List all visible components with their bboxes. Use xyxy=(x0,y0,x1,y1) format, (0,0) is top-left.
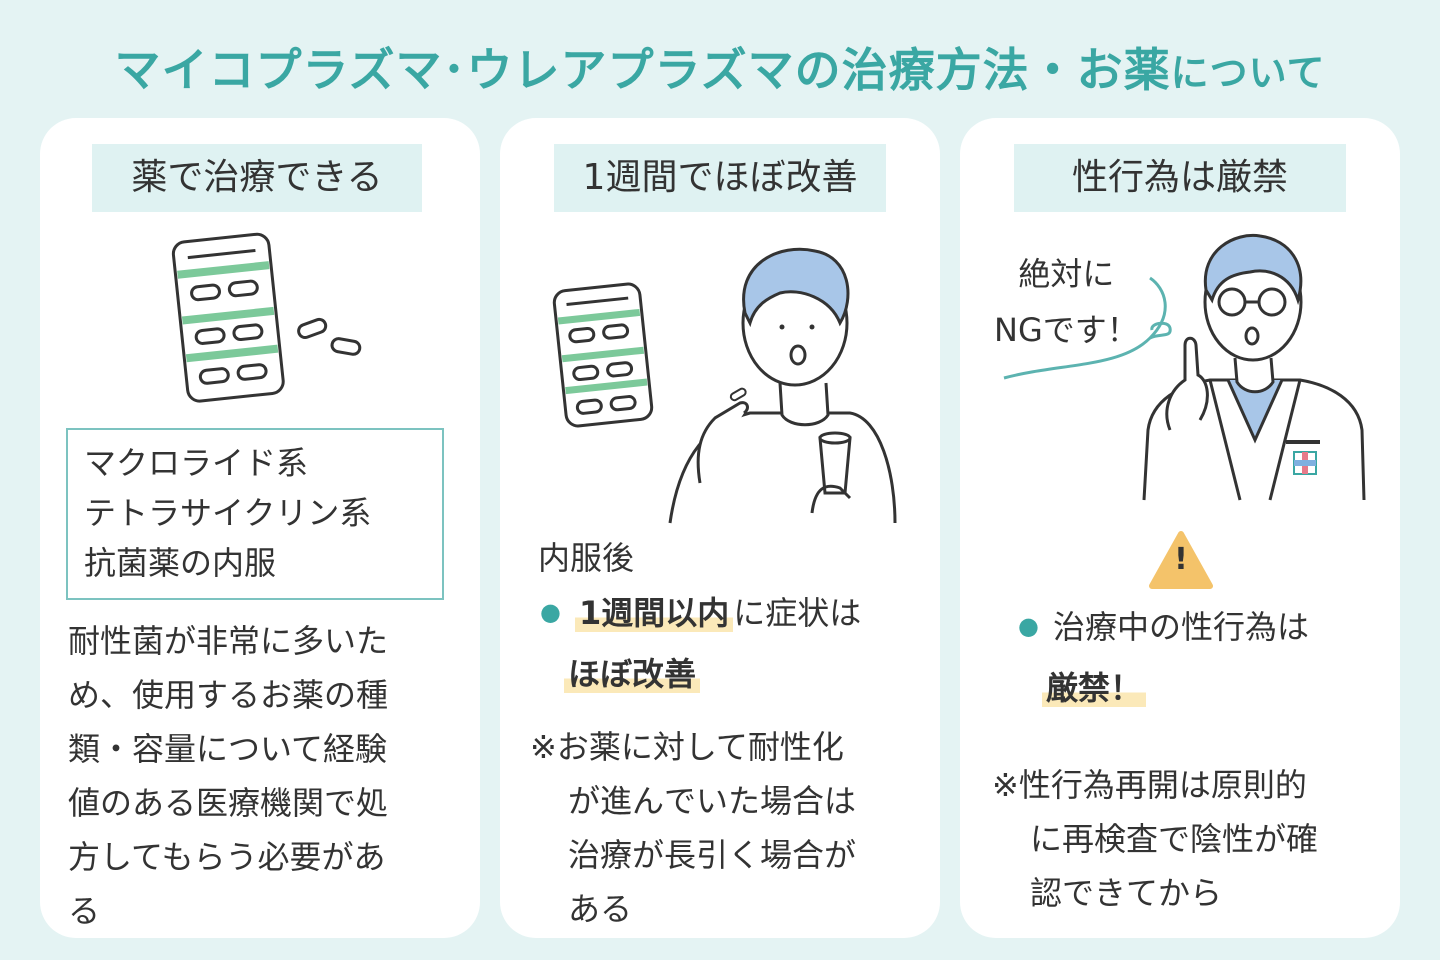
body-line: 方してもらう必要があ xyxy=(68,838,386,876)
warning-icon xyxy=(1149,531,1213,589)
card-heading: 1週間でほぼ改善 xyxy=(554,144,886,212)
note-text: ※お薬に対して耐性化 が進んでいた場合は 治療が長引く場合が ある xyxy=(530,720,856,936)
man-taking-medicine-icon xyxy=(552,247,897,524)
body-line: 値のある医療機関で処 xyxy=(68,784,389,822)
warning-symbol: ! xyxy=(1174,542,1188,577)
title-main: マイコプラズマ･ウレアプラズマの治療方法・お薬 xyxy=(114,43,1171,97)
bullet-text: に症状は xyxy=(733,594,862,632)
speech-line: NGです！ xyxy=(994,311,1139,349)
note-line: ※性行為再開は原則的 xyxy=(992,766,1307,804)
bullet-text: 治療中の性行為は xyxy=(1052,608,1309,646)
note-line: 認できてから xyxy=(1030,874,1223,912)
speech-line: 絶対に xyxy=(1018,255,1115,293)
warning-bullet: ● 治療中の性行為は 厳禁！ xyxy=(1018,598,1309,717)
pill-pack-icon xyxy=(552,282,654,428)
doctor-icon xyxy=(1142,233,1366,501)
box-line: 抗菌薬の内服 xyxy=(84,544,277,582)
card-heading: 性行為は厳禁 xyxy=(1014,144,1346,212)
note-line: ※お薬に対して耐性化 xyxy=(530,728,844,766)
note-line: ある xyxy=(568,890,633,928)
intro-text: 内服後 xyxy=(538,539,635,577)
speech-bubble-text: 絶対に NGです！ xyxy=(994,246,1139,358)
highlight-text: 厳禁！ xyxy=(1042,669,1147,707)
cross-badge-icon xyxy=(1293,451,1317,475)
box-line: テトラサイクリン系 xyxy=(84,494,372,532)
body-line: 耐性菌が非常に多いた xyxy=(68,622,389,660)
improvement-bullet: ● 1週間以内に症状は ほぼ改善 xyxy=(540,584,861,703)
page-title: マイコプラズマ･ウレアプラズマの治療方法・お薬について xyxy=(0,34,1440,100)
note-line: に再検査で陰性が確 xyxy=(1030,820,1319,858)
note-text: ※性行為再開は原則的 に再検査で陰性が確 認できてから xyxy=(992,758,1318,920)
box-line: マクロライド系 xyxy=(84,444,309,482)
speech-line-icon xyxy=(1003,276,1172,380)
card-body-text: 耐性菌が非常に多いた め、使用するお薬の種 類・容量について経験 値のある医療機… xyxy=(68,614,388,938)
card-improvement: 1週間でほぼ改善 xyxy=(500,118,940,938)
card-heading: 薬で治療できる xyxy=(92,144,422,212)
note-line: が進んでいた場合は xyxy=(568,782,857,820)
note-line: 治療が長引く場合が xyxy=(568,836,857,874)
body-line: 類・容量について経験 xyxy=(68,730,388,768)
bullet-dot: ● xyxy=(540,598,561,626)
bullet-dot: ● xyxy=(1018,612,1039,640)
highlight-text: ほぼ改善 xyxy=(564,655,701,693)
antibiotic-list-box: マクロライド系 テトラサイクリン系 抗菌薬の内服 xyxy=(66,428,444,600)
card-no-intercourse: 性行為は厳禁 絶対に NGです！ ! ●治療中の性行為は 厳禁！ ※性行為再開 xyxy=(960,118,1400,938)
title-suffix: について xyxy=(1170,51,1326,95)
pill-pack-icon xyxy=(171,232,362,403)
highlight-text: 1週間以内 xyxy=(574,594,734,632)
body-line: め、使用するお薬の種 xyxy=(68,676,389,714)
body-line: る xyxy=(68,892,101,930)
card-medicine-treatment: 薬で治療できる マクロライド系 テトラサイクリン系 抗菌薬の内服 耐性菌が非常に… xyxy=(40,118,480,938)
